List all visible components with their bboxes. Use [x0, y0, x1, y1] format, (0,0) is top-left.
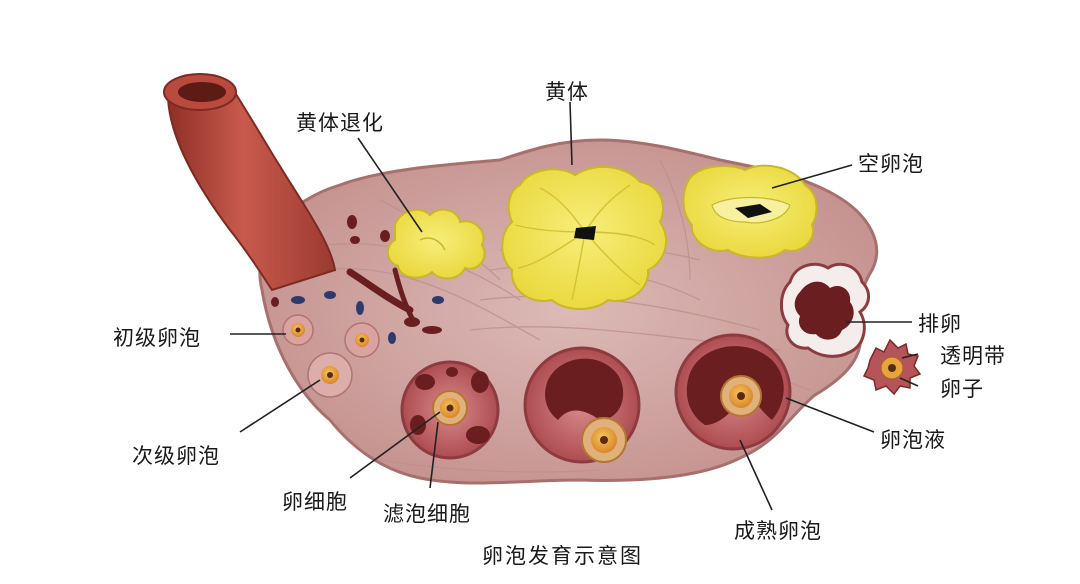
antral-follicle — [523, 346, 641, 464]
label-empty-follicle: 空卵泡 — [858, 152, 924, 176]
label-ovulation: 排卵 — [918, 312, 962, 336]
label-zona-pellucida: 透明带 — [940, 344, 1006, 368]
label-corpus-luteum: 黄体 — [545, 80, 589, 104]
leader-lines — [230, 101, 919, 511]
tube-lumen — [178, 82, 226, 102]
diagram-caption: 卵泡发育示意图 — [482, 544, 643, 568]
label-granulosa-cells: 滤泡细胞 — [383, 502, 471, 526]
blood-vessels — [271, 215, 444, 344]
label-follicular-fluid: 卵泡液 — [880, 428, 946, 452]
ovulation-follicle — [780, 262, 870, 358]
label-primary-follicle: 初级卵泡 — [113, 326, 201, 350]
secondary-follicle — [307, 352, 353, 398]
primary-follicle-2 — [344, 322, 380, 358]
fallopian-tube — [166, 86, 337, 292]
label-oocyte: 卵细胞 — [282, 490, 348, 514]
regressing-corpus-luteum — [386, 208, 486, 280]
mature-follicle-shape — [674, 333, 792, 451]
growing-follicle — [400, 360, 500, 460]
corpus-luteum-shape — [501, 165, 667, 310]
empty-follicle-shape — [682, 164, 818, 259]
released-ovum — [862, 338, 922, 396]
primary-follicle-1 — [282, 314, 314, 346]
label-mature-follicle: 成熟卵泡 — [734, 519, 822, 543]
label-secondary-follicle: 次级卵泡 — [132, 444, 220, 468]
label-ovum: 卵子 — [940, 377, 984, 401]
label-corpus-luteum-regression: 黄体退化 — [296, 111, 384, 135]
